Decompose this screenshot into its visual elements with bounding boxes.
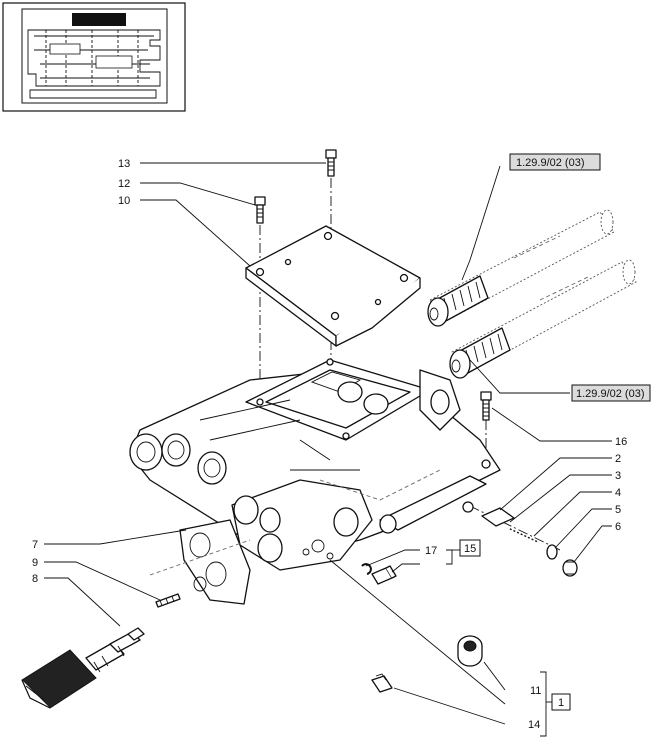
plug-14 [371,673,393,693]
callout-5: 5 [615,504,621,516]
callout-6: 6 [615,521,621,533]
locator-thumbnail [2,2,186,112]
callout-10: 10 [118,195,130,207]
leader-lines [44,162,612,725]
cover-plate-10 [245,225,421,347]
group-15: 15 [446,539,481,565]
group-1: 1 [540,671,571,737]
plunger-2 [462,501,515,527]
screw-9 [155,593,181,608]
bolt-12 [254,196,266,224]
callout-16: 16 [615,436,627,448]
axis-gasket [149,539,251,576]
callout-3: 3 [615,470,621,482]
callouts: 13 12 10 16 2 3 4 5 6 7 9 8 17 11 14 [32,158,627,731]
callout-7: 7 [32,539,38,551]
group-label-1: 1 [558,697,564,709]
bolt-16 [480,391,492,421]
bolt-13 [325,149,337,177]
spring-3 [507,526,539,544]
callout-12: 12 [118,178,130,190]
valve-body-housing [129,358,501,571]
washer-5 [546,544,558,560]
filter-11 [457,635,483,667]
callout-14: 14 [528,719,540,731]
callout-13: 13 [118,158,130,170]
plug-15 [371,565,397,585]
reference-label-bottom: 1.29.9/02 (03) [576,388,645,400]
callout-8: 8 [32,573,38,585]
snap-ring-17 [361,563,372,575]
callout-17: 17 [425,545,437,557]
gasket-7 [179,519,251,605]
reference-label-top: 1.29.9/02 (03) [516,157,585,169]
reference-box-top: 1.29.9/02 (03) [509,153,601,171]
reference-box-bottom: 1.29.9/02 (03) [571,384,651,402]
group-label-15: 15 [464,543,476,555]
actuator-shafts [427,209,637,379]
axis-spool [469,505,561,551]
callout-11: 11 [530,685,541,697]
callout-4: 4 [615,487,621,499]
plug-6 [562,559,578,577]
callout-9: 9 [32,557,38,569]
callout-2: 2 [615,453,621,465]
solenoid-valve-8 [21,627,145,709]
